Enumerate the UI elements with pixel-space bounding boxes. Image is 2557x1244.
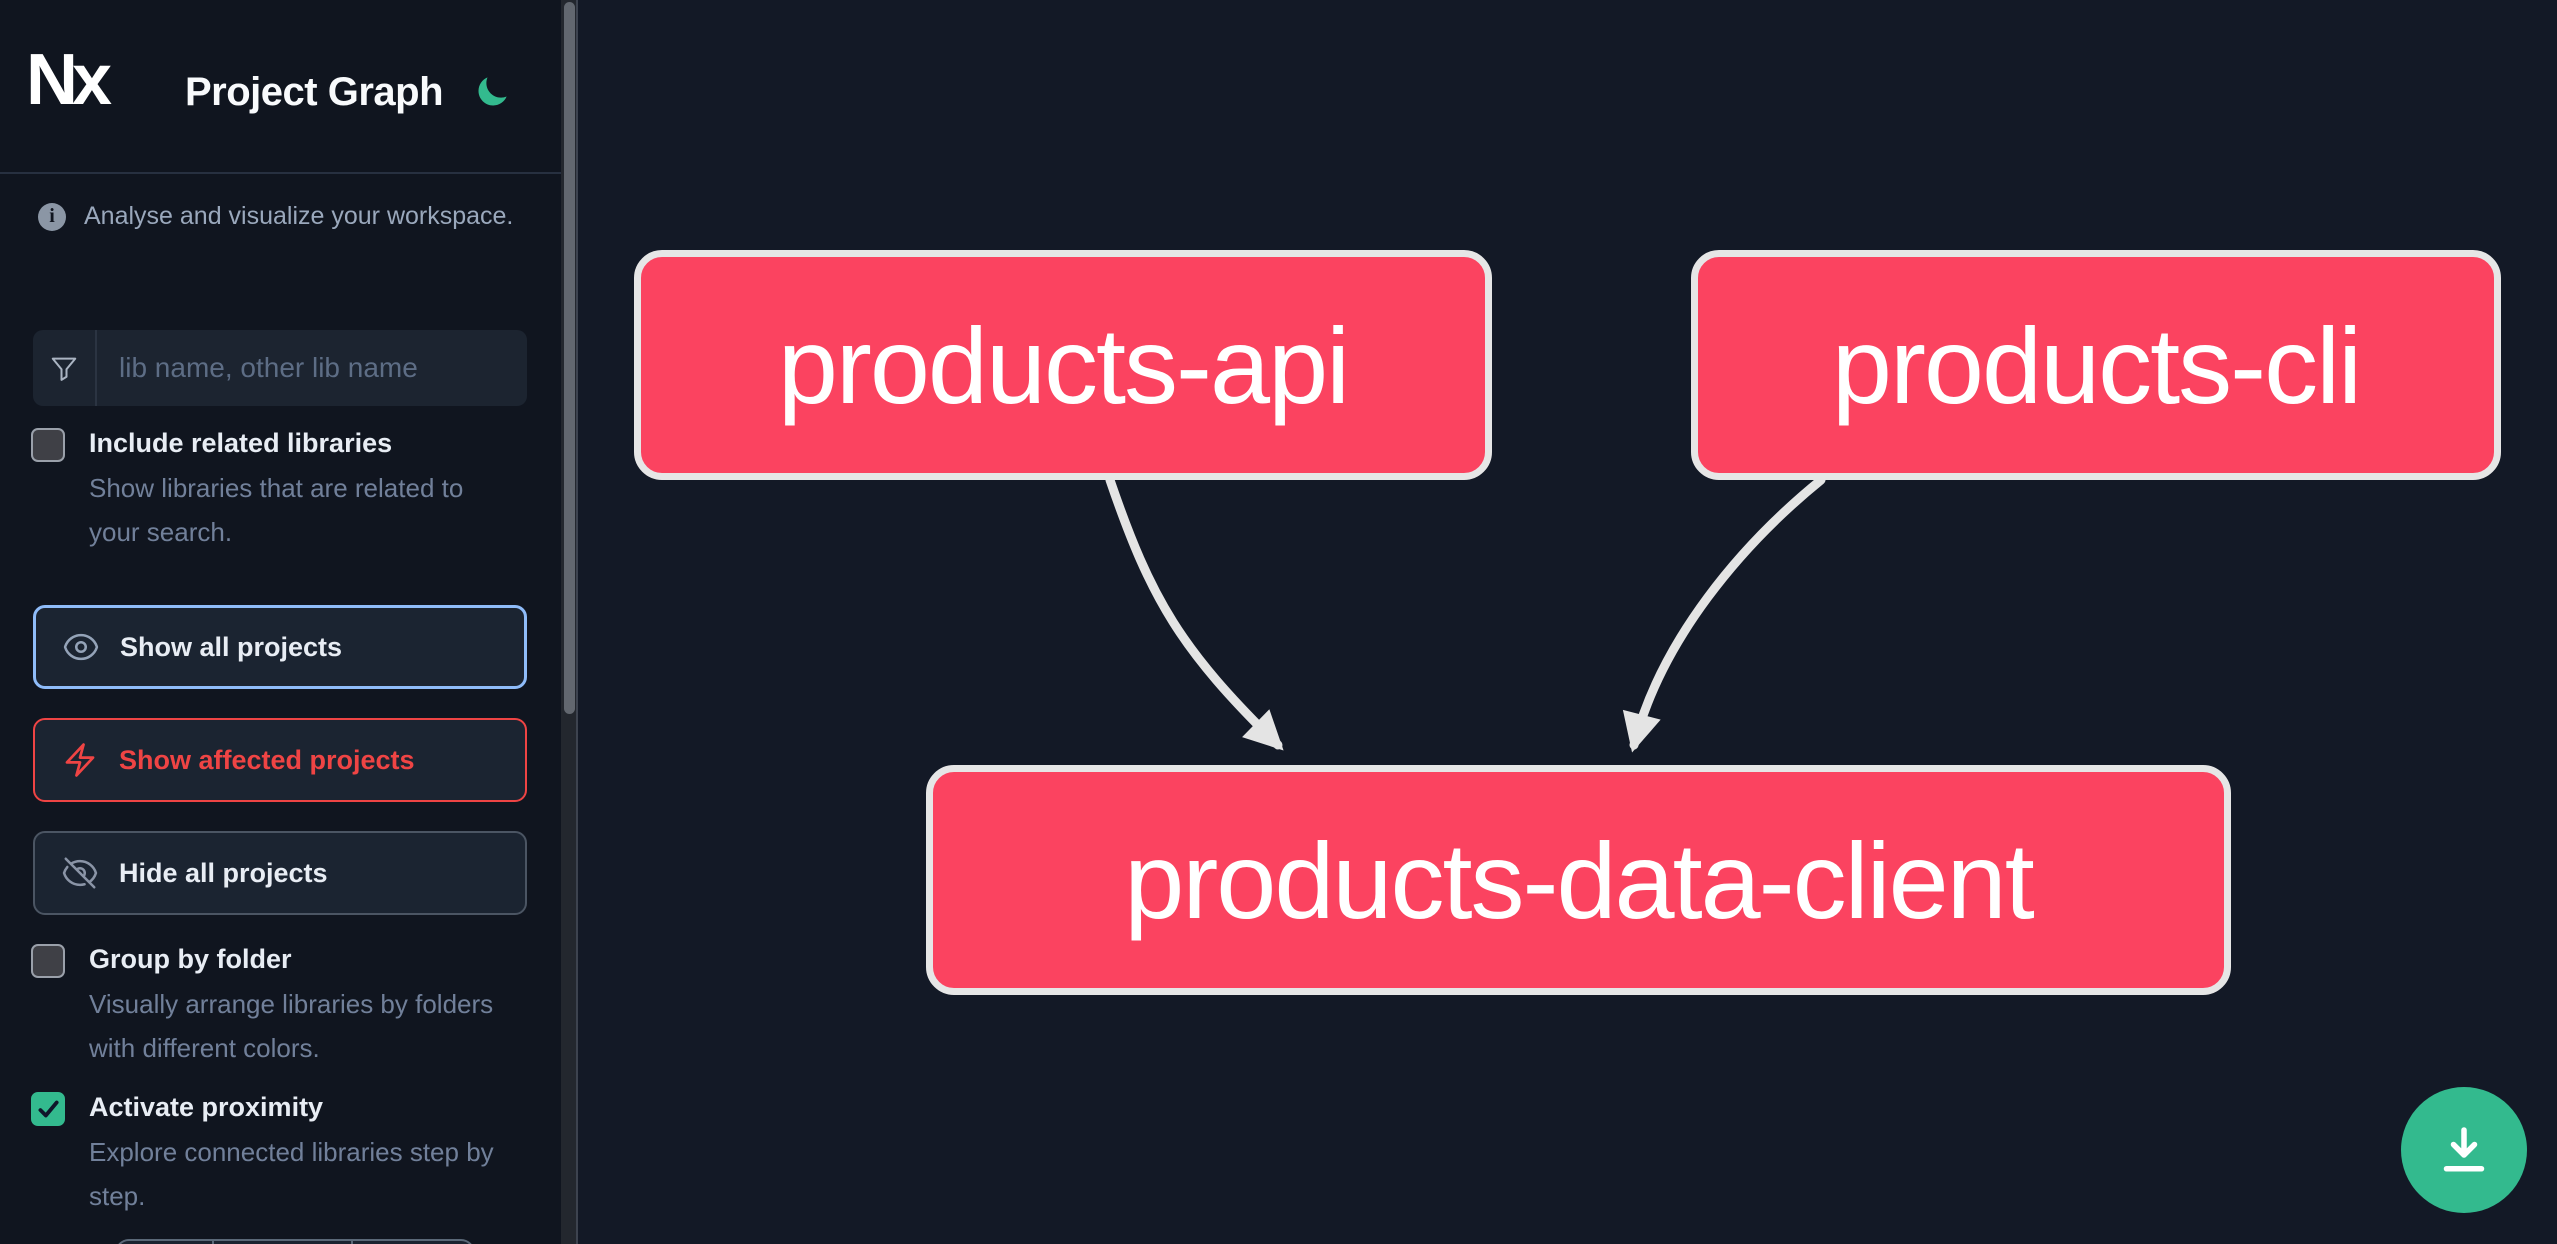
hide-all-projects-label: Hide all projects bbox=[119, 857, 328, 888]
toggle-include-related-libraries: Include related libraries Show libraries… bbox=[31, 426, 531, 554]
toggle-description: Visually arrange libraries by folders wi… bbox=[89, 989, 494, 1063]
download-image-button[interactable] bbox=[2401, 1087, 2527, 1213]
sidebar-header: Nx Project Graph bbox=[0, 0, 561, 172]
graph-node-products-cli[interactable]: products-cli bbox=[1691, 250, 2501, 480]
group-by-folder-checkbox[interactable] bbox=[31, 944, 65, 978]
edge-products-cli-to-products-data-client[interactable] bbox=[1622, 475, 1826, 753]
show-affected-projects-button[interactable]: Show affected projects bbox=[33, 718, 527, 802]
sidebar: Nx Project Graph i Analyse and visualize… bbox=[0, 0, 561, 1244]
bolt-icon bbox=[65, 743, 95, 777]
hide-all-projects-button[interactable]: Hide all projects bbox=[33, 831, 527, 915]
page-title: Project Graph bbox=[185, 70, 444, 114]
search-input[interactable] bbox=[97, 330, 527, 406]
graph-edges-layer bbox=[1105, 475, 1826, 753]
nx-logo: Nx bbox=[26, 40, 112, 120]
filter-funnel-icon bbox=[33, 330, 97, 406]
proximity-increment-segment[interactable] bbox=[351, 1241, 473, 1244]
toggle-label: Activate proximity bbox=[89, 1092, 324, 1122]
activate-proximity-checkbox[interactable] bbox=[31, 1092, 65, 1126]
eye-slash-icon bbox=[62, 857, 98, 889]
show-all-projects-label: Show all projects bbox=[120, 631, 343, 662]
show-all-projects-button[interactable]: Show all projects bbox=[33, 605, 527, 689]
toggle-group-by-folder: Group by folder Visually arrange librari… bbox=[31, 942, 531, 1070]
tagline-text: Analyse and visualize your workspace. bbox=[84, 202, 514, 230]
show-affected-projects-label: Show affected projects bbox=[119, 744, 415, 775]
sidebar-scrollbar-thumb[interactable] bbox=[564, 2, 575, 714]
info-icon: i bbox=[38, 202, 66, 231]
toggle-description: Explore connected libraries step by step… bbox=[89, 1137, 494, 1211]
node-label: products-data-client bbox=[1124, 819, 2034, 941]
theme-toggle-moon-icon[interactable] bbox=[474, 74, 510, 110]
tagline-row: i Analyse and visualize your workspace. bbox=[38, 202, 513, 231]
eye-icon bbox=[63, 633, 99, 661]
proximity-stepper[interactable] bbox=[115, 1239, 475, 1244]
proximity-value-segment bbox=[212, 1241, 351, 1244]
download-icon bbox=[2443, 1127, 2485, 1172]
graph-node-products-data-client[interactable]: products-data-client bbox=[926, 765, 2231, 995]
toggle-description: Show libraries that are related to your … bbox=[89, 473, 464, 547]
toggle-label: Include related libraries bbox=[89, 428, 393, 458]
toggle-activate-proximity: Activate proximity Explore connected lib… bbox=[31, 1090, 531, 1218]
sidebar-header-divider bbox=[0, 172, 561, 174]
node-label: products-cli bbox=[1831, 304, 2362, 426]
toggle-label: Group by folder bbox=[89, 944, 292, 974]
graph-node-products-api[interactable]: products-api bbox=[634, 250, 1492, 480]
edge-products-api-to-products-data-client[interactable] bbox=[1105, 475, 1284, 751]
search-box bbox=[33, 330, 527, 406]
node-label: products-api bbox=[777, 304, 1350, 426]
sidebar-scrollbar-track[interactable] bbox=[561, 0, 578, 1244]
include-related-checkbox[interactable] bbox=[31, 428, 65, 462]
check-icon bbox=[38, 1100, 59, 1118]
graph-canvas[interactable]: products-api products-cli products-data-… bbox=[578, 0, 2557, 1244]
